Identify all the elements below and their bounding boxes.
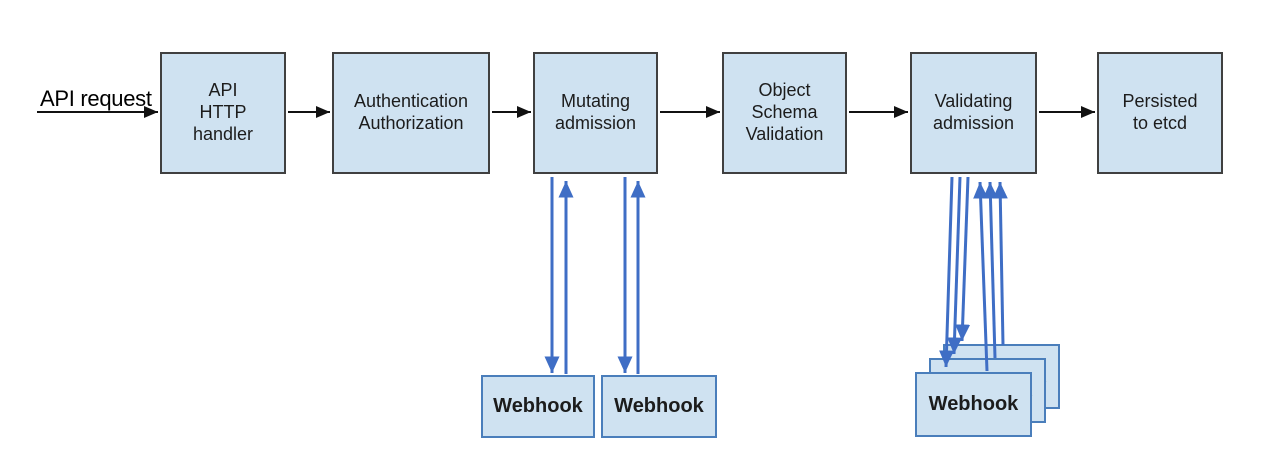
webhook-box-validating-1: Webhook xyxy=(915,372,1032,437)
arrow-validating-to-webhook-down-3 xyxy=(955,176,971,342)
api-request-label: API request xyxy=(40,86,152,111)
node-authentication-authorization: Authentication Authorization xyxy=(332,52,490,174)
node-persisted-to-etcd: Persisted to etcd xyxy=(1097,52,1223,174)
arrow-webhook-to-validating-up-1 xyxy=(973,181,989,372)
node-validating-admission: Validating admission xyxy=(910,52,1037,174)
webhook-box-mutating-2: Webhook xyxy=(601,375,717,438)
arrow-webhook-to-validating-up-2 xyxy=(982,181,998,359)
node-object-schema-validation: Object Schema Validation xyxy=(722,52,847,174)
arrow-validating-to-webhook-down-2 xyxy=(947,176,963,355)
arrow-webhook-to-validating-up-3 xyxy=(992,181,1008,346)
arrow-validating-to-webhook-down-1 xyxy=(939,176,955,368)
node-mutating-admission: Mutating admission xyxy=(533,52,658,174)
node-api-http-handler: API HTTP handler xyxy=(160,52,286,174)
webhook-box-mutating-1: Webhook xyxy=(481,375,595,438)
